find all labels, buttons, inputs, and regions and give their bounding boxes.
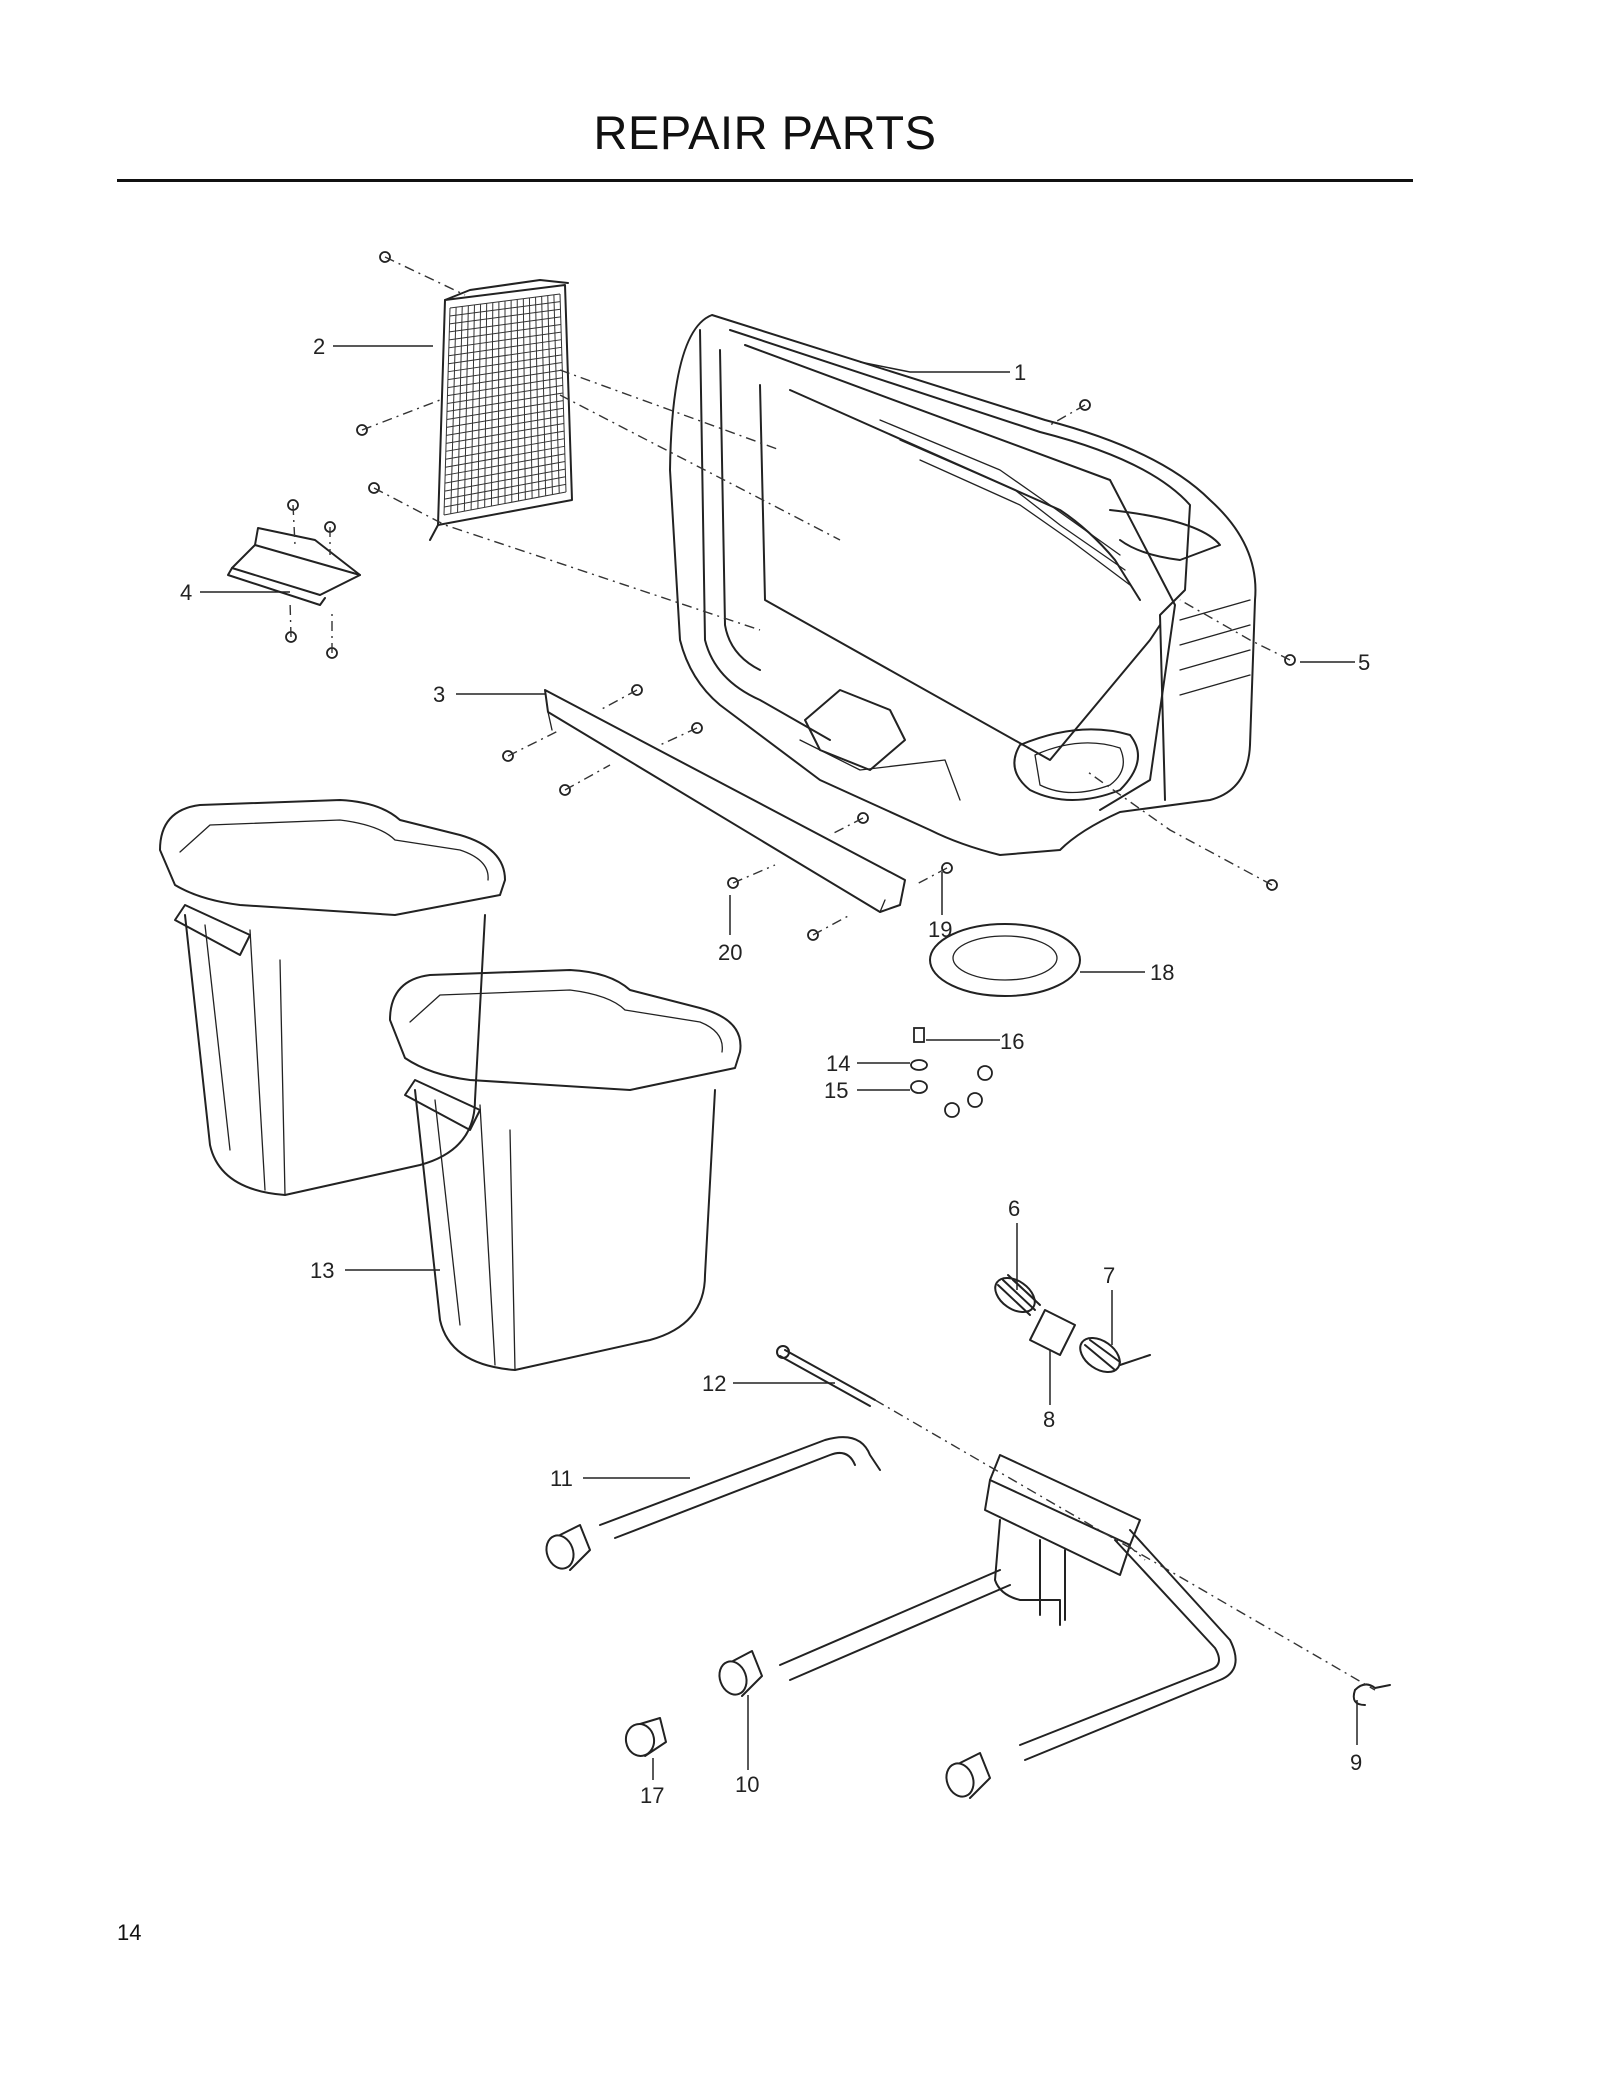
end-cap-part-10b (718, 1650, 763, 1697)
spacer-part-8 (1029, 1309, 1076, 1356)
screen-grid-line (445, 453, 565, 476)
callout-19: 19 (928, 917, 952, 942)
end-cap-part-10a (545, 1524, 591, 1571)
callout-6: 6 (1008, 1196, 1020, 1221)
screen-grid-line (449, 293, 561, 309)
leader-lines (200, 345, 1358, 1780)
callout-14: 14 (826, 1051, 850, 1076)
screen-grid-line (447, 384, 563, 405)
screen-grid-line (444, 476, 566, 500)
rod-part (776, 1345, 876, 1407)
callout-16: 16 (1000, 1029, 1024, 1054)
screen-grid-line (445, 438, 565, 460)
screen-grid-line (446, 392, 564, 412)
screen-grid-line (443, 491, 567, 516)
callout-17: 17 (640, 1783, 664, 1808)
screen-grid-line (445, 422, 565, 444)
callout-labels: 1 2 3 4 5 6 7 8 9 10 11 12 13 14 15 16 1… (180, 334, 1370, 1808)
callout-4: 4 (180, 580, 192, 605)
screen-grid-line (449, 301, 561, 317)
screen-grid-line (448, 346, 562, 365)
screen-grid-line (444, 468, 566, 492)
screen-grid-line (444, 461, 566, 484)
screen-grid-line (448, 339, 562, 357)
callout-11: 11 (550, 1466, 573, 1491)
screen-grid-line (447, 369, 563, 389)
screen-grid-line (448, 331, 562, 349)
callout-7: 7 (1103, 1263, 1115, 1288)
callout-15: 15 (824, 1078, 848, 1103)
screen-grid-line (447, 377, 563, 397)
bagger-housing-part (669, 314, 1257, 856)
screen-grid-line (449, 316, 561, 333)
front-plate-part (544, 689, 906, 913)
screen-grid-line (446, 415, 564, 436)
screen-grid-line (445, 445, 565, 468)
ring-part (929, 923, 1081, 997)
callout-3: 3 (433, 682, 445, 707)
spring-part-6 (994, 1274, 1041, 1316)
callout-8: 8 (1043, 1407, 1055, 1432)
bracket-part (227, 527, 361, 606)
grass-container-back (159, 799, 506, 1196)
screen-grid-line (449, 323, 561, 341)
callout-20: 20 (718, 940, 742, 965)
page-title: REPAIR PARTS (593, 106, 937, 159)
screen-grid-line (444, 483, 566, 508)
callout-5: 5 (1358, 650, 1370, 675)
screen-grid (443, 293, 567, 516)
end-cap-part-17 (624, 1717, 667, 1757)
page-number: 14 (117, 1920, 142, 1945)
callout-2: 2 (313, 334, 325, 359)
callout-9: 9 (1350, 1750, 1362, 1775)
grass-container-front (389, 969, 742, 1371)
handle-frame-part (599, 1436, 1237, 1761)
screen-grid-line (448, 354, 562, 373)
screen-grid-line (445, 430, 565, 452)
screen-part (429, 279, 573, 541)
callout-13: 13 (310, 1258, 334, 1283)
callout-18: 18 (1150, 960, 1174, 985)
callout-10: 10 (735, 1772, 759, 1797)
callout-1: 1 (1014, 360, 1026, 385)
clip-part (1352, 1683, 1391, 1706)
end-cap-part-10c (945, 1752, 991, 1799)
screen-grid-line (446, 400, 564, 420)
title-rule (117, 179, 1413, 182)
callout-12: 12 (702, 1371, 726, 1396)
spring-part-7 (1079, 1336, 1151, 1374)
assembly-lines (289, 256, 1376, 1691)
screen-grid-line (447, 362, 563, 381)
screen-grid-line (446, 407, 564, 428)
screen-grid-line (449, 308, 561, 325)
